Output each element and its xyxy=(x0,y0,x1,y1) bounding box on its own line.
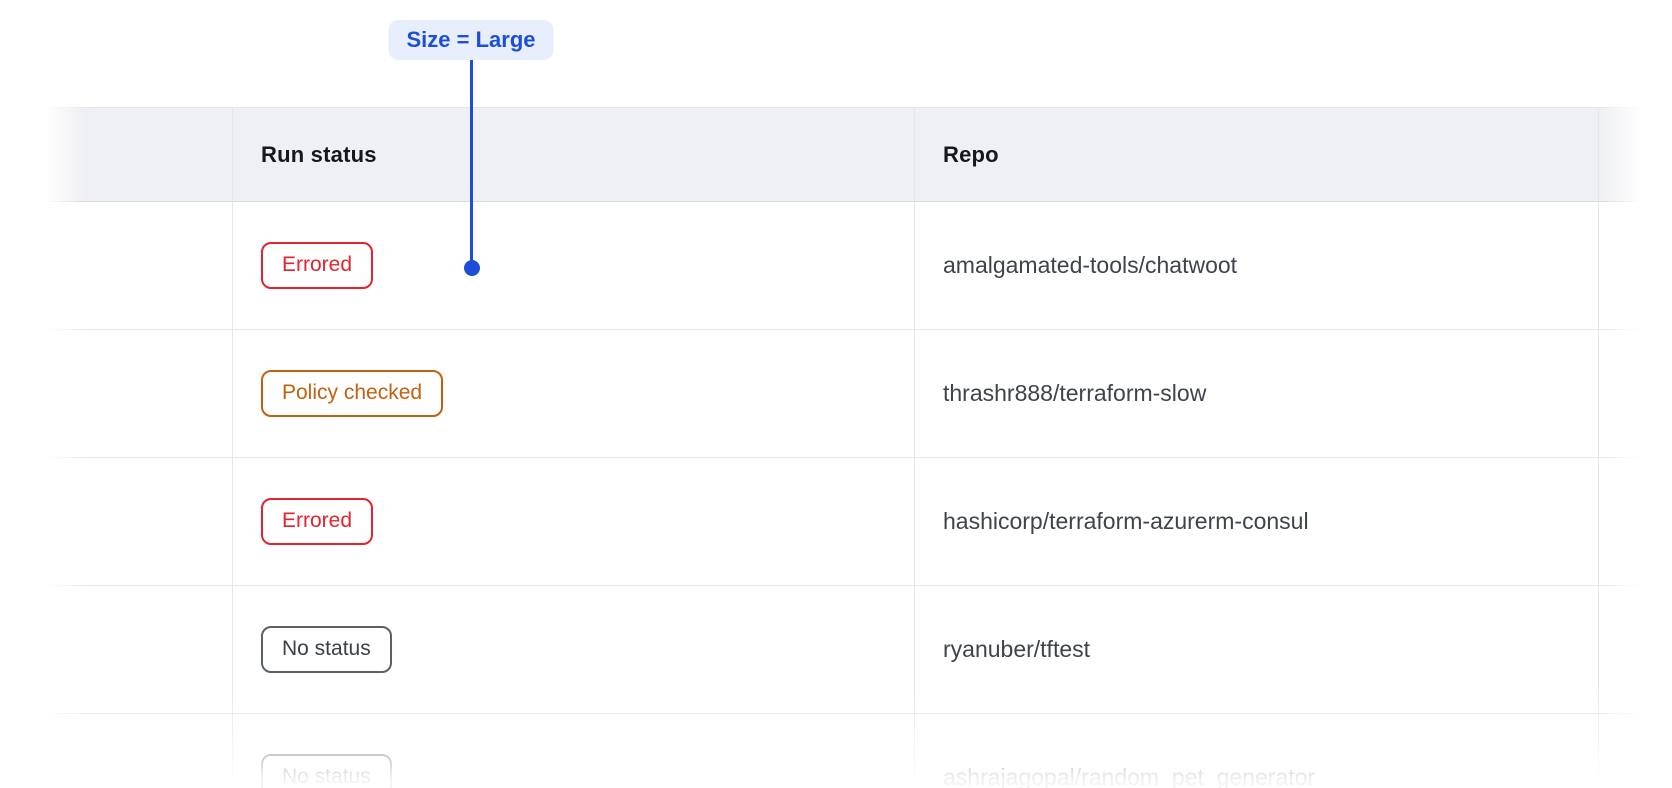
run-status-badge: No status xyxy=(261,754,392,788)
row-cell-repo[interactable]: hashicorp/terraform-azurerm-consul xyxy=(915,458,1599,585)
header-cell-empty xyxy=(45,108,233,201)
table-row[interactable]: Errored amalgamated-tools/chatwoot xyxy=(45,202,1672,330)
run-status-column-header: Run status xyxy=(261,142,377,168)
row-cell-status: Errored xyxy=(233,458,915,585)
row-cell-repo[interactable]: amalgamated-tools/chatwoot xyxy=(915,202,1599,329)
row-cell-status: No status xyxy=(233,714,915,788)
repo-name: ryanuber/tftest xyxy=(943,636,1090,663)
row-cell-cut xyxy=(1599,586,1672,713)
row-cell-cut xyxy=(1599,202,1672,329)
run-status-badge: Errored xyxy=(261,242,373,288)
row-cell-cut xyxy=(1599,714,1672,788)
row-cell-cut xyxy=(1599,330,1672,457)
row-cell-status: Policy checked xyxy=(233,330,915,457)
repo-name: thrashr888/terraform-slow xyxy=(943,380,1206,407)
run-status-badge: Policy checked xyxy=(261,370,443,416)
repo-column-header: Repo xyxy=(943,142,999,168)
row-cell-empty xyxy=(45,458,233,585)
row-cell-repo[interactable]: thrashr888/terraform-slow xyxy=(915,330,1599,457)
repo-name: amalgamated-tools/chatwoot xyxy=(943,252,1237,279)
header-cell-cut xyxy=(1599,108,1672,201)
run-status-badge: No status xyxy=(261,626,392,672)
workspaces-table: Run status Repo Errored amalgamated-tool… xyxy=(45,107,1672,788)
row-cell-repo[interactable]: ryanuber/tftest xyxy=(915,586,1599,713)
row-cell-status: Errored xyxy=(233,202,915,329)
header-cell-repo: Repo xyxy=(915,108,1599,201)
header-cell-run-status: Run status xyxy=(233,108,915,201)
table-row[interactable]: No status ashrajagopal/random_pet_genera… xyxy=(45,714,1672,788)
row-cell-empty xyxy=(45,202,233,329)
callout-connector-line xyxy=(470,57,473,263)
table-row[interactable]: Policy checked thrashr888/terraform-slow xyxy=(45,330,1672,458)
table-row[interactable]: Errored hashicorp/terraform-azurerm-cons… xyxy=(45,458,1672,586)
row-cell-cut xyxy=(1599,458,1672,585)
row-cell-status: No status xyxy=(233,586,915,713)
repo-name: hashicorp/terraform-azurerm-consul xyxy=(943,508,1309,535)
repo-name: ashrajagopal/random_pet_generator xyxy=(943,764,1315,788)
table-row[interactable]: No status ryanuber/tftest xyxy=(45,586,1672,714)
callout-anchor-dot xyxy=(464,260,480,276)
row-cell-empty xyxy=(45,586,233,713)
row-cell-empty xyxy=(45,714,233,788)
run-status-badge: Errored xyxy=(261,498,373,544)
size-callout-label: Size = Large xyxy=(388,20,553,60)
table-header-row: Run status Repo xyxy=(45,107,1672,202)
row-cell-repo[interactable]: ashrajagopal/random_pet_generator xyxy=(915,714,1599,788)
row-cell-empty xyxy=(45,330,233,457)
